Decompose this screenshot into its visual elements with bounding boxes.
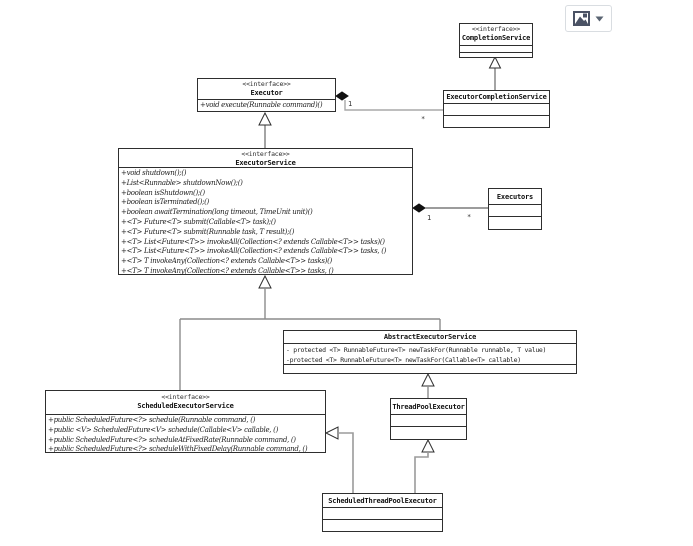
- methods-compartment: - protected <T> RunnableFuture<T> newTas…: [284, 344, 576, 365]
- class-header: <<interface>> ScheduledExecutorService: [46, 391, 325, 415]
- class-header: <<interface>> Executor: [198, 79, 335, 100]
- generalization-triangle-icon: [421, 438, 435, 453]
- class-name: Executor: [250, 89, 283, 97]
- class-header: ThreadPoolExecutor: [391, 399, 466, 415]
- class-box-executorcompletionservice: ExecutorCompletionService: [443, 90, 550, 128]
- class-header: <<interface>> ExecutorService: [119, 149, 412, 168]
- class-name: ExecutorService: [235, 159, 296, 167]
- multiplicity-label: 1: [348, 100, 353, 108]
- method-label: +boolean awaitTermination(long timeout, …: [121, 208, 313, 217]
- multiplicity-label: *: [421, 115, 426, 123]
- generalization-triangle-icon: [324, 426, 339, 440]
- class-header: ExecutorCompletionService: [444, 91, 549, 104]
- attributes-compartment: [323, 508, 442, 520]
- extra-compartment: [284, 365, 576, 373]
- class-name: ScheduledThreadPoolExecutor: [328, 496, 437, 505]
- class-name: AbstractExecutorService: [383, 333, 477, 341]
- multiplicity-label: 1: [427, 214, 432, 222]
- class-name: ThreadPoolExecutor: [392, 402, 465, 411]
- method-label: - protected <T> RunnableFuture<T> newTas…: [286, 346, 547, 354]
- methods-compartment: [444, 116, 549, 128]
- methods-compartment: [323, 520, 442, 531]
- methods-compartment: [460, 53, 532, 59]
- method-label: +<T> Future<T> submit(Runnable task, T r…: [121, 227, 295, 236]
- attributes-compartment: [444, 104, 549, 116]
- method-label: +public ScheduledFuture<?> schedule(Runn…: [48, 416, 256, 424]
- class-name: ScheduledExecutorService: [137, 402, 234, 410]
- method-label: +boolean isTerminated();(): [121, 198, 209, 207]
- methods-compartment: [489, 217, 541, 229]
- class-box-completionservice: <<interface>> CompletionService: [459, 23, 533, 58]
- generalization-triangle-icon: [421, 372, 435, 387]
- attributes-compartment: [391, 415, 466, 427]
- stereotype-label: <<interface>>: [161, 393, 210, 401]
- method-label: +List<Runnable> shutdownNow();(): [121, 178, 243, 187]
- class-header: Executors: [489, 189, 541, 205]
- method-label: +void execute(Runnable command)(): [200, 101, 323, 109]
- class-header: <<interface>> CompletionService: [460, 24, 532, 46]
- method-label: +<T> List<Future<T>> invokeAll(Collectio…: [121, 247, 387, 256]
- method-label: +boolean isShutdown();(): [121, 188, 205, 197]
- class-header: ScheduledThreadPoolExecutor: [323, 494, 442, 508]
- generalization-line-scheduledthreadpool: [414, 452, 429, 493]
- method-label: -protected <T> RunnableFuture<T> newTask…: [286, 356, 521, 364]
- generalization-triangle-icon: [258, 111, 272, 126]
- method-label: +public ScheduledFuture<?> scheduleWithF…: [48, 445, 308, 454]
- methods-compartment: +void shutdown();() +List<Runnable> shut…: [119, 168, 412, 277]
- multiplicity-label: *: [467, 213, 472, 221]
- class-name: CompletionService: [461, 34, 531, 42]
- image-icon: [573, 11, 590, 26]
- class-name: Executors: [496, 192, 534, 201]
- class-box-executor: <<interface>> Executor +void execute(Run…: [197, 78, 336, 112]
- composition-diamond-icon: [412, 203, 426, 213]
- caret-down-icon: [595, 16, 604, 21]
- class-box-scheduledthreadpoolexecutor: ScheduledThreadPoolExecutor: [322, 493, 443, 532]
- image-options-button[interactable]: [565, 5, 612, 32]
- attributes-compartment: [489, 205, 541, 217]
- method-label: +void shutdown();(): [121, 169, 187, 177]
- class-box-threadpoolexecutor: ThreadPoolExecutor: [390, 398, 467, 440]
- method-label: +<T> T invokeAny(Collection<? extends Ca…: [121, 266, 334, 275]
- method-label: +public ScheduledFuture<?> scheduleAtFix…: [48, 435, 296, 444]
- stereotype-label: <<interface>>: [241, 150, 290, 158]
- class-name: ExecutorCompletionService: [446, 93, 547, 101]
- composition-diamond-icon: [335, 91, 349, 101]
- methods-compartment: +void execute(Runnable command)(): [198, 100, 335, 111]
- composition-line-executorcompletionservice: [344, 100, 443, 111]
- generalization-triangle-icon: [258, 274, 272, 289]
- realization-line-scheduledthreadpool: [338, 432, 354, 493]
- method-label: +<T> List<Future<T>> invokeAll(Collectio…: [121, 237, 385, 246]
- methods-compartment: [391, 427, 466, 439]
- class-box-executors: Executors: [488, 188, 542, 230]
- method-label: +public <V> ScheduledFuture<V> schedule(…: [48, 425, 279, 434]
- method-label: +<T> T invokeAny(Collection<? extends Ca…: [121, 257, 332, 266]
- method-label: +<T> Future<T> submit(Callable<T> task);…: [121, 217, 276, 226]
- class-box-scheduledexecutorservice: <<interface>> ScheduledExecutorService +…: [45, 390, 326, 453]
- stereotype-label: <<interface>>: [242, 80, 291, 88]
- class-box-abstractexecutorservice: AbstractExecutorService - protected <T> …: [283, 330, 577, 374]
- attributes-compartment: [460, 46, 532, 53]
- stereotype-label: <<interface>>: [471, 25, 521, 33]
- class-header: AbstractExecutorService: [284, 331, 576, 344]
- methods-compartment: +public ScheduledFuture<?> schedule(Runn…: [46, 415, 325, 455]
- class-box-executorservice: <<interface>> ExecutorService +void shut…: [118, 148, 413, 275]
